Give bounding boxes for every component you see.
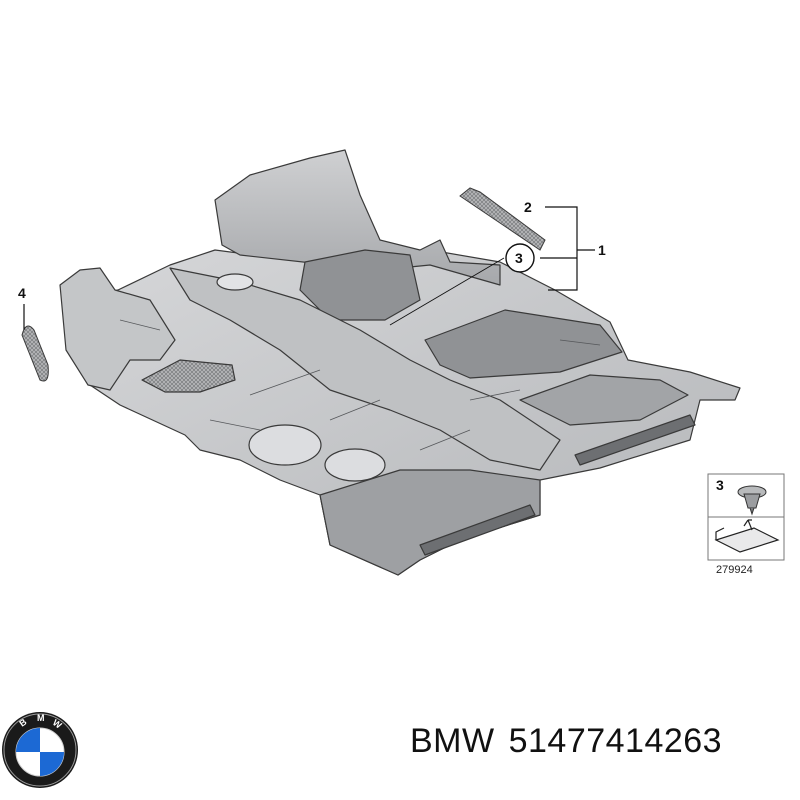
bmw-logo: B M W [2,712,78,788]
part-number: 51477414263 [508,722,723,760]
callout-2: 2 [524,199,532,215]
callout-1: 1 [598,242,606,258]
side-sill-strip [574,414,696,466]
floor-detail-lines [119,319,601,451]
rear-sill-strip [419,504,536,556]
center-tunnel [169,267,561,471]
firewall-panel [214,149,501,286]
legend-part-number: 3 [716,477,724,493]
diagram-id: 279924 [716,564,753,576]
svg-text:M: M [37,713,45,723]
callout-4: 4 [18,285,26,301]
floor-covering-illustration [59,149,741,576]
callout-3: 3 [515,250,523,266]
installation-step-icon [714,519,780,553]
left-side-wall [59,267,176,391]
rear-mat-left [141,359,236,393]
seat-mount-hole [324,448,386,482]
svg-text:B: B [17,716,28,728]
callout-3-circle [505,243,535,273]
callout-leader-lines [23,206,595,330]
push-clip-icon [737,485,767,516]
part-2-mesh-strip [459,187,546,251]
seat-mount-hole [248,424,322,466]
pedal-recess [216,273,254,291]
part-caption: BMW 51477414263 [410,722,736,761]
fastener-legend-box: 3 279924 [707,473,785,576]
rear-mat-right [519,374,689,426]
part-4-mesh-pad [21,325,49,382]
front-mat-left [299,249,421,321]
brand-name: BMW [410,722,495,760]
front-mat-right [424,309,623,379]
